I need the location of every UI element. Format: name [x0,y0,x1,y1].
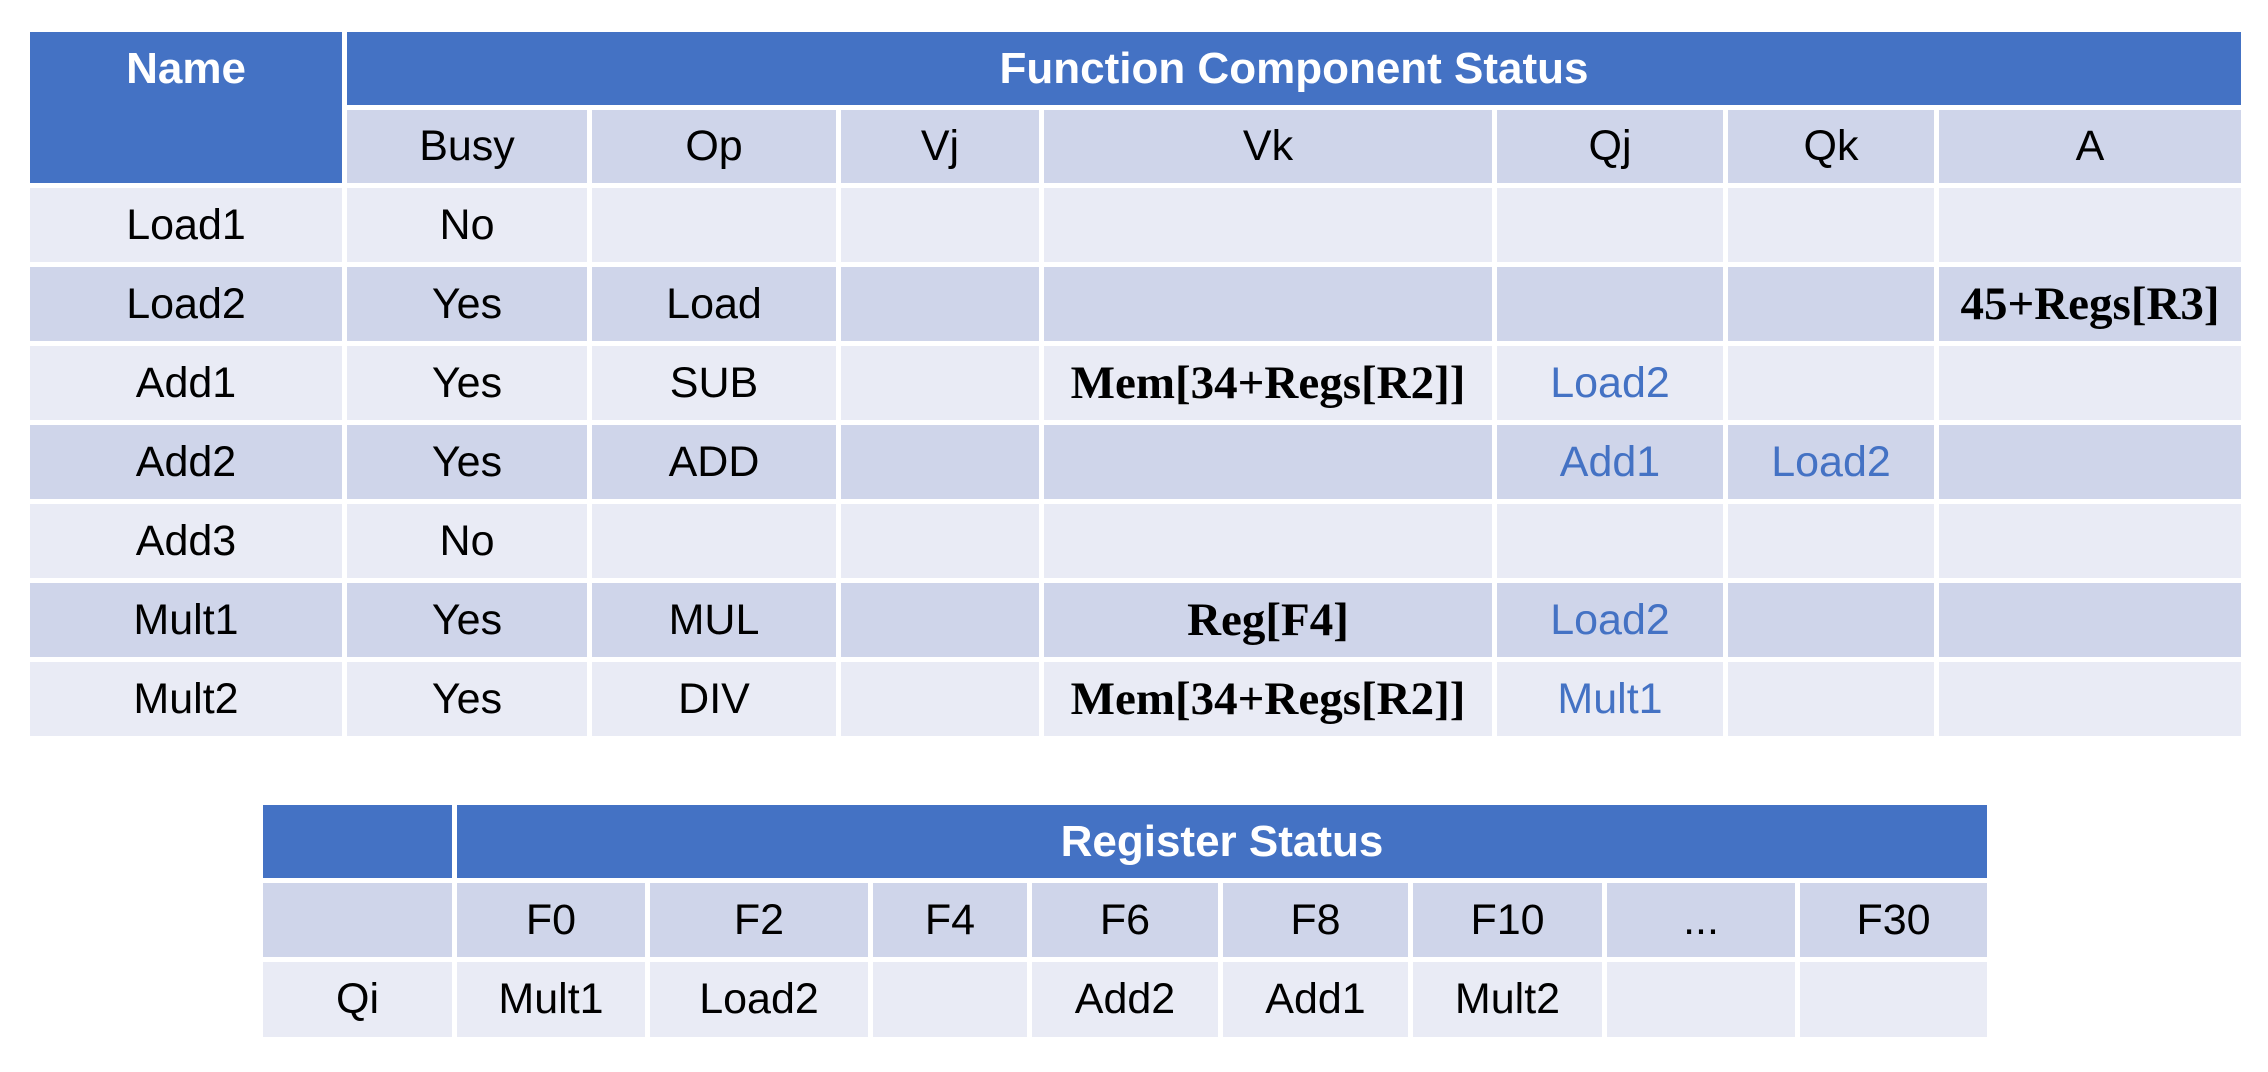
rs-title-row: Register Status [263,805,1987,878]
vk-cell: Mem[34+Regs[R2]] [1044,662,1492,736]
op-cell: ADD [592,425,836,499]
fcs-name-header: Name [30,32,342,183]
station-name: Mult1 [30,583,342,657]
qk-cell [1728,267,1934,341]
busy-cell: Yes [347,267,587,341]
rs-col-f0: F0 [457,883,645,957]
vj-cell [841,583,1039,657]
qk-cell [1728,662,1934,736]
qi-ellipsis [1607,962,1795,1037]
vk-cell [1044,425,1492,499]
station-name: Load1 [30,188,342,262]
vk-cell [1044,504,1492,578]
busy-cell: Yes [347,662,587,736]
fcs-col-vj: Vj [841,110,1039,183]
qk-cell [1728,188,1934,262]
qk-cell [1728,346,1934,420]
vj-cell [841,662,1039,736]
qi-f6: Add2 [1032,962,1218,1037]
rs-qi-row: Qi Mult1 Load2 Add2 Add1 Mult2 [263,962,1987,1037]
a-cell [1939,188,2241,262]
vk-cell: Mem[34+Regs[R2]] [1044,346,1492,420]
qk-cell [1728,504,1934,578]
busy-cell: Yes [347,425,587,499]
vj-cell [841,188,1039,262]
fcs-col-qj: Qj [1497,110,1723,183]
qj-cell: Load2 [1497,583,1723,657]
station-name: Load2 [30,267,342,341]
rs-col-blank [263,883,452,957]
a-cell [1939,583,2241,657]
rs-col-f2: F2 [650,883,868,957]
vj-cell [841,346,1039,420]
op-cell: Load [592,267,836,341]
vk-cell: Reg[F4] [1044,583,1492,657]
op-cell [592,504,836,578]
a-cell: 45+Regs[R3] [1939,267,2241,341]
station-name: Add2 [30,425,342,499]
vk-cell [1044,267,1492,341]
fcs-title-row: Name Function Component Status [30,32,2241,183]
qj-cell: Add1 [1497,425,1723,499]
rs-table-title: Register Status [457,805,1987,878]
function-component-status-table: Name Function Component Status Busy Op V… [25,27,2246,741]
fcs-table-title: Function Component Status [347,32,2241,105]
fcs-col-a: A [1939,110,2241,183]
station-name: Mult2 [30,662,342,736]
rs-column-header-row: F0 F2 F4 F6 F8 F10 ... F30 [263,883,1987,957]
qi-f0: Mult1 [457,962,645,1037]
qk-cell: Load2 [1728,425,1934,499]
vj-cell [841,425,1039,499]
fcs-col-busy: Busy [347,110,587,183]
rs-corner-cell [263,805,452,878]
register-status-table: Register Status F0 F2 F4 F6 F8 F10 ... F… [258,800,1992,1042]
station-name: Add3 [30,504,342,578]
qj-cell: Mult1 [1497,662,1723,736]
qi-f10: Mult2 [1413,962,1602,1037]
busy-cell: No [347,504,587,578]
rs-col-ellipsis: ... [1607,883,1795,957]
op-cell: MUL [592,583,836,657]
qi-f4 [873,962,1027,1037]
qi-f30 [1800,962,1987,1037]
qj-cell: Load2 [1497,346,1723,420]
fcs-row-mult2: Mult2 Yes DIV Mem[34+Regs[R2]] Mult1 [30,662,2241,736]
a-cell [1939,662,2241,736]
qi-row-label: Qi [263,962,452,1037]
fcs-row-add2: Add2 Yes ADD Add1 Load2 [30,425,2241,499]
fcs-col-qk: Qk [1728,110,1934,183]
rs-col-f30: F30 [1800,883,1987,957]
a-cell [1939,504,2241,578]
fcs-row-add1: Add1 Yes SUB Mem[34+Regs[R2]] Load2 [30,346,2241,420]
qk-cell [1728,583,1934,657]
op-cell [592,188,836,262]
qi-f2: Load2 [650,962,868,1037]
rs-col-f4: F4 [873,883,1027,957]
qj-cell [1497,188,1723,262]
vk-cell [1044,188,1492,262]
rs-col-f6: F6 [1032,883,1218,957]
qi-f8: Add1 [1223,962,1408,1037]
rs-col-f10: F10 [1413,883,1602,957]
fcs-row-add3: Add3 No [30,504,2241,578]
fcs-row-mult1: Mult1 Yes MUL Reg[F4] Load2 [30,583,2241,657]
vj-cell [841,267,1039,341]
fcs-row-load1: Load1 No [30,188,2241,262]
vj-cell [841,504,1039,578]
fcs-column-header-row: Busy Op Vj Vk Qj Qk A [30,110,2241,183]
op-cell: DIV [592,662,836,736]
busy-cell: Yes [347,583,587,657]
qj-cell [1497,504,1723,578]
busy-cell: No [347,188,587,262]
fcs-col-vk: Vk [1044,110,1492,183]
fcs-row-load2: Load2 Yes Load 45+Regs[R3] [30,267,2241,341]
rs-col-f8: F8 [1223,883,1408,957]
busy-cell: Yes [347,346,587,420]
fcs-col-op: Op [592,110,836,183]
a-cell [1939,425,2241,499]
a-cell [1939,346,2241,420]
station-name: Add1 [30,346,342,420]
qj-cell [1497,267,1723,341]
op-cell: SUB [592,346,836,420]
